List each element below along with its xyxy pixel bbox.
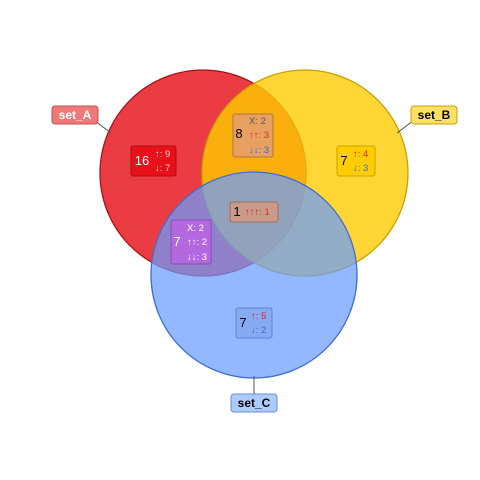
set-b-label-text: set_B (418, 108, 451, 122)
region-ac: X: 2 7 ↑↑: 2 ↓↓: 3 (170, 219, 212, 265)
set-b-label: set_B (410, 105, 458, 125)
region-b-only-total: 7 (340, 153, 347, 168)
region-ac-down: ↓↓: 3 (187, 252, 207, 263)
region-abc-up: ↑↑↑: 1 (245, 207, 270, 218)
region-c-only-down: ↓: 2 (251, 325, 266, 336)
set-a-label: set_A (51, 105, 99, 125)
region-c-only: 7 ↑: 5 ↓: 2 (235, 307, 273, 339)
region-a-only-down: ↓: 7 (155, 163, 170, 174)
region-ac-mixed: X: 2 (187, 223, 204, 234)
set-c-label: set_C (230, 393, 278, 413)
region-a-only-up: ↑: 9 (155, 149, 170, 160)
region-ab-up: ↑↑: 3 (249, 130, 269, 141)
region-ab-down: ↓↓: 3 (249, 145, 269, 156)
region-ab-mixed: X: 2 (249, 116, 266, 127)
region-b-only: 7 ↑: 4 ↓: 3 (336, 145, 376, 177)
region-a-only-total: 16 (135, 153, 149, 168)
region-c-only-total: 7 (239, 315, 246, 330)
region-b-only-down: ↓: 3 (353, 163, 368, 174)
region-ab: X: 2 8 ↑↑: 3 ↓↓: 3 (232, 113, 274, 158)
region-a-only: 16 ↑: 9 ↓: 7 (130, 145, 177, 177)
region-c-only-up: ↑: 5 (251, 311, 266, 322)
region-b-only-up: ↑: 4 (353, 149, 368, 160)
region-ac-total: 7 (173, 234, 180, 249)
set-a-label-text: set_A (59, 108, 92, 122)
set-b-leader-line (396, 120, 414, 134)
region-abc-total: 1 (233, 204, 240, 219)
set-c-label-text: set_C (238, 396, 271, 410)
region-abc: 1 ↑↑↑: 1 (229, 201, 279, 223)
region-ac-up: ↑↑: 2 (187, 237, 207, 248)
region-ab-total: 8 (235, 126, 242, 141)
